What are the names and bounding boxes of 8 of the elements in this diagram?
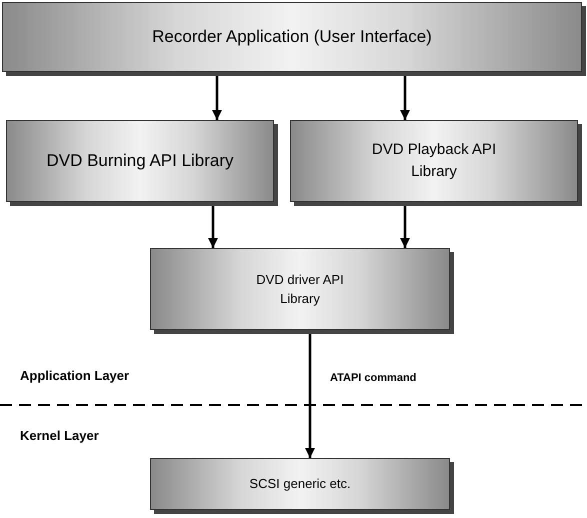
layer-label: Application Layer [20, 368, 130, 383]
layer-label: Kernel Layer [20, 428, 99, 443]
box-label: SCSI generic etc. [249, 475, 351, 494]
edge-label: ATAPI command [330, 372, 416, 384]
box-label: Recorder Application (User Interface) [152, 26, 432, 48]
box-label: DVD Playback API Library [370, 140, 498, 182]
box-label: DVD driver API Library [255, 270, 345, 308]
box-label: DVD Burning API Library [46, 150, 234, 172]
